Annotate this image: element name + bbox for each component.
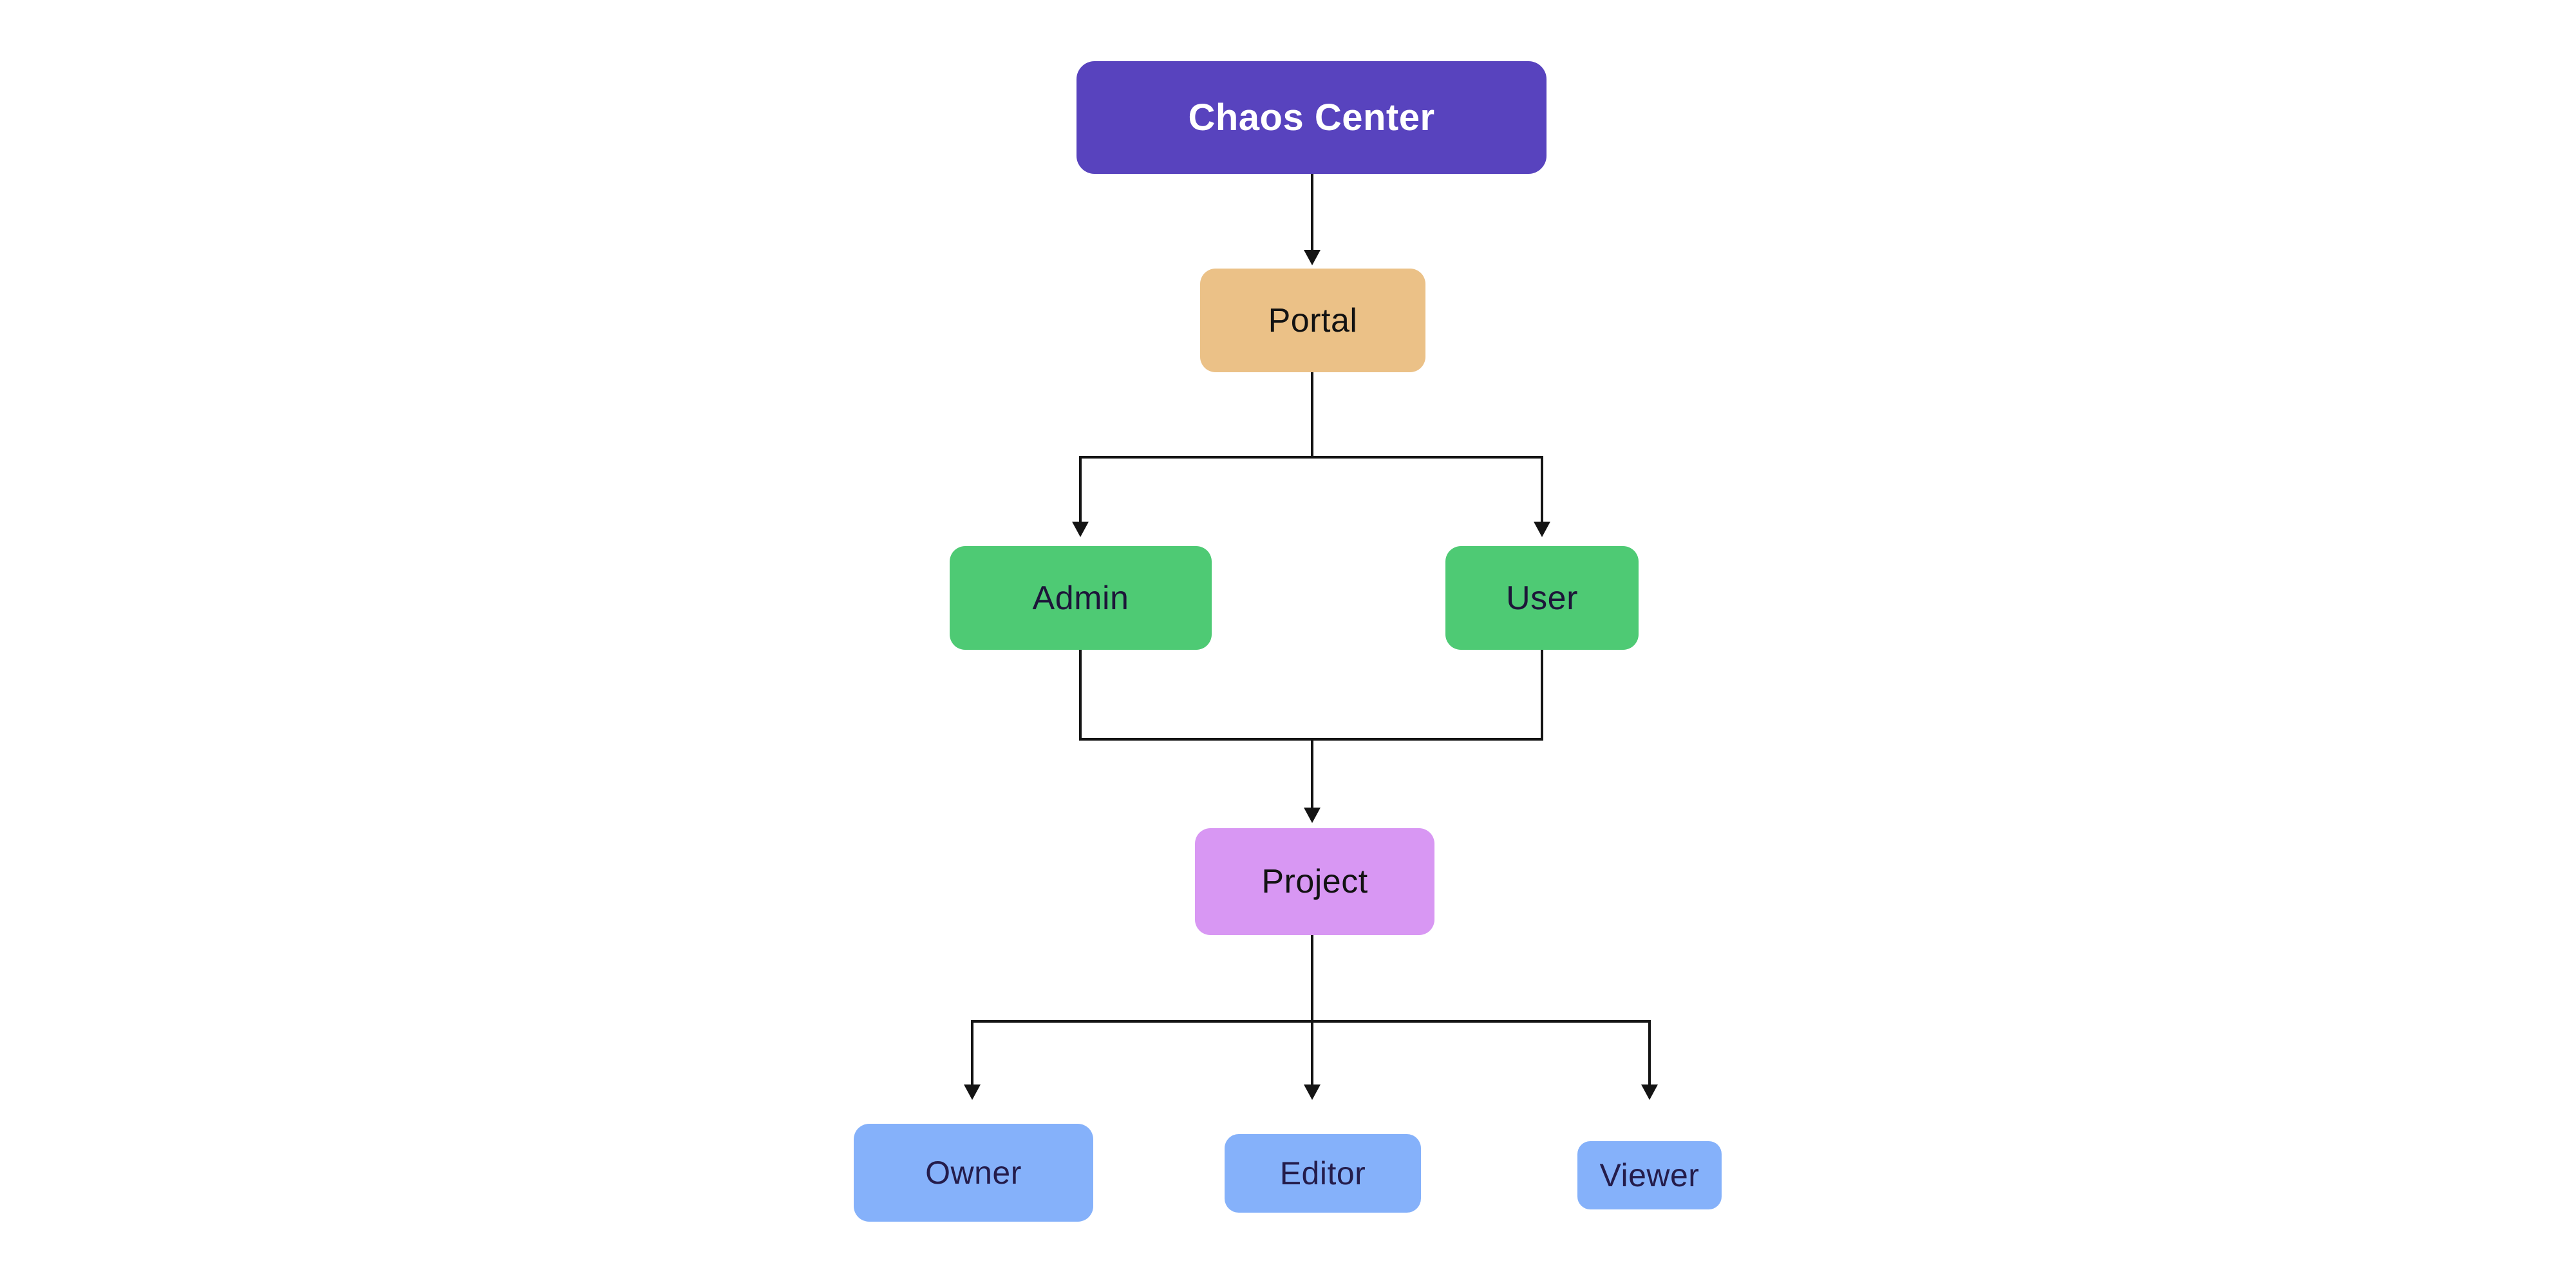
node-admin-label: Admin (1032, 579, 1129, 617)
node-chaos-center: Chaos Center (1076, 61, 1547, 174)
node-project: Project (1195, 828, 1434, 935)
node-admin: Admin (950, 546, 1212, 650)
node-chaos-center-label: Chaos Center (1188, 97, 1435, 138)
node-editor-label: Editor (1279, 1155, 1366, 1191)
edge-portal-branch (1079, 372, 1543, 459)
node-owner-label: Owner (925, 1155, 1022, 1191)
node-user-label: User (1506, 579, 1578, 617)
edge-project-editor (1304, 1021, 1321, 1100)
edge-merge-project (1304, 739, 1321, 823)
node-project-label: Project (1261, 863, 1368, 900)
node-viewer: Viewer (1577, 1141, 1722, 1209)
edge-portal-user (1534, 457, 1550, 537)
edge-portal-admin (1072, 457, 1089, 537)
node-portal: Portal (1200, 269, 1425, 372)
edge-chaos-center-portal (1304, 174, 1321, 265)
node-editor: Editor (1225, 1134, 1421, 1213)
edge-project-owner (964, 1021, 981, 1100)
edge-project-branch (971, 935, 1651, 1023)
edge-project-viewer (1641, 1021, 1658, 1100)
node-portal-label: Portal (1268, 301, 1358, 339)
node-user: User (1445, 546, 1639, 650)
node-owner: Owner (854, 1124, 1093, 1222)
node-viewer-label: Viewer (1599, 1157, 1700, 1193)
